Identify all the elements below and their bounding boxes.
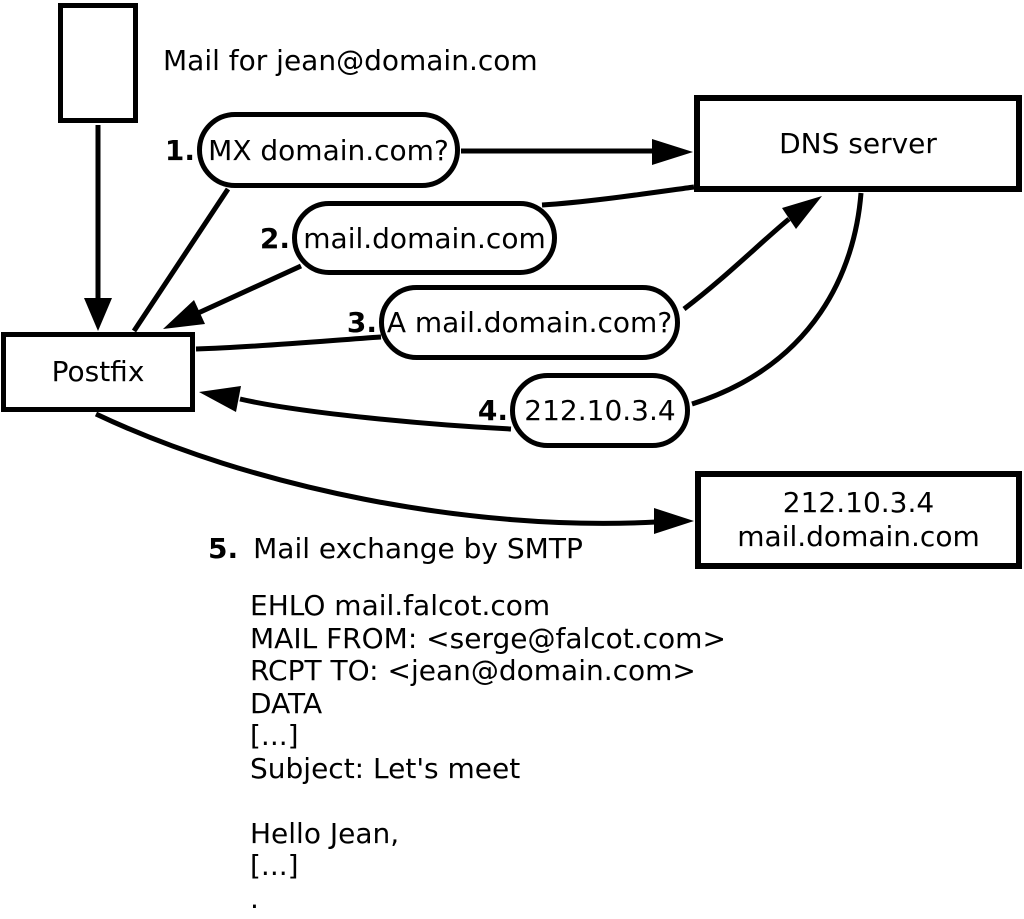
diagram-title: Mail for jean@domain.com — [163, 44, 538, 77]
step-5-label: 5. Mail exchange by SMTP — [208, 532, 583, 565]
dns-server-label: DNS server — [779, 126, 937, 160]
smtp-line: Hello Jean, — [250, 816, 400, 850]
connector-ip-answer-to-postfix — [239, 396, 512, 432]
connector-postfix-to-a-query — [195, 334, 382, 352]
smtp-line: EHLO mail.falcot.com — [250, 589, 551, 622]
pill-mx-answer: mail.domain.com — [292, 201, 557, 275]
step-2-number: 2. — [259, 222, 290, 255]
smtp-line: RCPT TO: <jean@domain.com> — [250, 654, 696, 687]
smtp-line: MAIL FROM: <serge@falcot.com> — [250, 621, 726, 655]
dns-server-box: DNS server — [694, 95, 1022, 192]
arrowhead-into-postfix-top — [84, 298, 112, 331]
pill-a-query: A mail.domain.com? — [379, 285, 680, 360]
arrowhead-into-dns-bottom — [782, 196, 822, 229]
step-3-number: 3. — [346, 306, 377, 339]
pill-mx-query-label: MX domain.com? — [208, 133, 449, 167]
smtp-line: DATA — [250, 686, 323, 720]
postfix-box: Postfix — [1, 332, 195, 412]
arrowhead-into-dns-left — [652, 139, 693, 165]
connector-postfix-to-mailserver — [94, 411, 657, 526]
connector-mx-answer-to-postfix — [194, 263, 303, 317]
mailserver-box: 212.10.3.4 mail.domain.com — [695, 471, 1022, 569]
step-5-text: Mail exchange by SMTP — [253, 532, 583, 565]
arrowhead-mx-answer-into-postfix — [163, 300, 205, 329]
connector-postfix-to-mx-query — [131, 187, 231, 333]
smtp-line: Subject: Let's meet — [250, 751, 521, 785]
smtp-line: [...] — [250, 719, 299, 752]
step-4-number: 4. — [477, 394, 508, 427]
smtp-line — [250, 785, 726, 818]
pill-mx-answer-label: mail.domain.com — [303, 221, 546, 255]
pill-mx-query: MX domain.com? — [197, 112, 460, 188]
pill-a-query-label: A mail.domain.com? — [386, 306, 673, 339]
envelope-box — [58, 3, 138, 123]
smtp-line: [...] — [250, 849, 299, 882]
smtp-line: . — [250, 881, 259, 915]
arrowhead-ip-answer-into-postfix — [199, 386, 241, 412]
mailserver-ip-label: 212.10.3.4 — [782, 486, 935, 519]
smtp-transcript: EHLO mail.falcot.com MAIL FROM: <serge@f… — [250, 589, 726, 915]
step-5-number: 5. — [208, 532, 239, 565]
pill-ip-answer-label: 212.10.3.4 — [524, 394, 676, 427]
step-1-number: 1. — [164, 134, 195, 167]
postfix-label: Postfix — [51, 355, 145, 388]
connector-dns-to-mx-answer — [541, 184, 695, 208]
mailserver-host-label: mail.domain.com — [737, 520, 980, 553]
arrowhead-into-mailserver — [654, 508, 694, 534]
connector-a-query-to-dns — [682, 217, 791, 311]
pill-ip-answer: 212.10.3.4 — [510, 373, 690, 448]
connector-dns-to-ip-answer — [691, 192, 864, 407]
